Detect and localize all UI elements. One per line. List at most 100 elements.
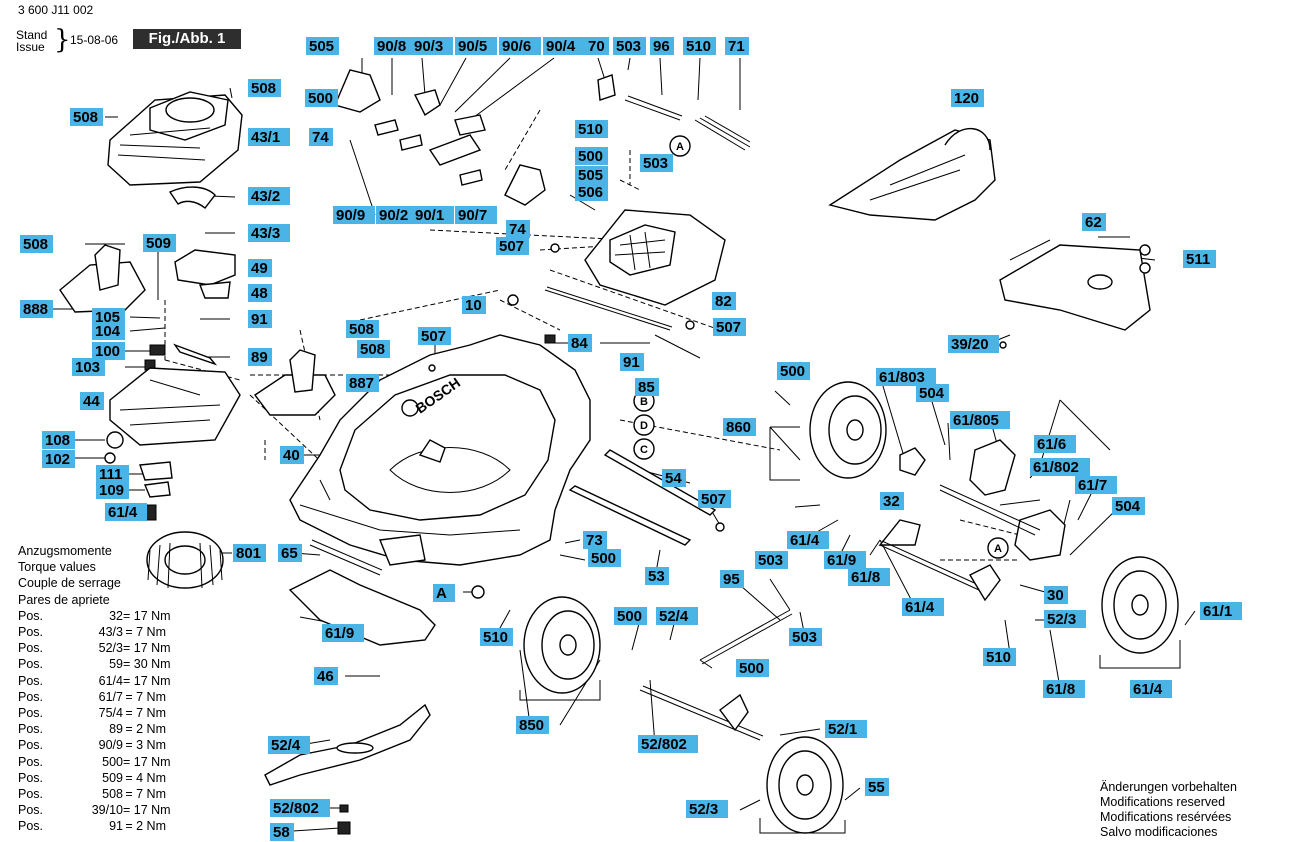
part-label-500: 500 bbox=[614, 607, 647, 625]
part-label-500: 500 bbox=[588, 549, 621, 567]
part-label-text: 44 bbox=[83, 393, 100, 410]
part-label-90-7: 90/7 bbox=[455, 206, 497, 224]
part-label-text: 888 bbox=[23, 301, 48, 318]
part-label-text: 61/4 bbox=[108, 504, 138, 521]
part-label-text: 111 bbox=[99, 466, 122, 483]
part-label-text: 43/3 bbox=[251, 225, 280, 242]
part-label-text: 61/6 bbox=[1037, 436, 1066, 453]
part-label-background bbox=[248, 128, 290, 146]
part-label-background bbox=[635, 378, 659, 396]
part-label-850: 850 bbox=[516, 716, 549, 734]
part-label-background bbox=[950, 411, 1010, 429]
part-label-text: 90/4 bbox=[546, 38, 576, 55]
part-label-text: 61/8 bbox=[1046, 681, 1075, 698]
torque-row: Pos.90/9= 3 Nm bbox=[18, 738, 166, 753]
part-label-500: 500 bbox=[736, 659, 769, 677]
part-label-text: 90/5 bbox=[458, 38, 487, 55]
part-label-507: 507 bbox=[496, 237, 529, 255]
cover-62 bbox=[999, 244, 1151, 331]
part-label-text: 61/9 bbox=[325, 625, 354, 642]
part-label-background bbox=[568, 334, 592, 352]
part-label-text: 55 bbox=[868, 779, 885, 796]
part-label-text: 860 bbox=[726, 419, 751, 436]
part-label-text: 510 bbox=[986, 649, 1011, 666]
part-label-text: 508 bbox=[73, 109, 98, 126]
part-label-background bbox=[305, 89, 338, 107]
part-label-61-1: 61/1 bbox=[1200, 602, 1242, 620]
part-label-504: 504 bbox=[916, 384, 949, 402]
part-label-text: 49 bbox=[251, 260, 268, 277]
part-label-text: 54 bbox=[665, 470, 682, 487]
part-label-text: 58 bbox=[273, 824, 290, 841]
part-label-53: 53 bbox=[645, 567, 669, 585]
part-label-text: 500 bbox=[739, 660, 764, 677]
part-label-background bbox=[80, 392, 104, 410]
part-label-510: 510 bbox=[683, 37, 716, 55]
part-label-10: 10 bbox=[462, 296, 486, 314]
part-label-background bbox=[270, 799, 330, 817]
part-label-52-1: 52/1 bbox=[825, 720, 867, 738]
part-label-text: 32 bbox=[883, 493, 900, 510]
part-label-text: 507 bbox=[716, 319, 741, 336]
part-label-text: 61/7 bbox=[1078, 477, 1107, 494]
part-label-text: 510 bbox=[483, 629, 508, 646]
notice-de: Änderungen vorbehalten bbox=[1100, 780, 1237, 794]
grass-box-lid-82 bbox=[584, 209, 726, 306]
part-label-background bbox=[418, 327, 451, 345]
part-label-text: 504 bbox=[1115, 498, 1141, 515]
part-label-background bbox=[278, 544, 302, 562]
part-label-background bbox=[787, 531, 829, 549]
part-label-52-3: 52/3 bbox=[1044, 610, 1086, 628]
part-label-background bbox=[736, 659, 769, 677]
switch-box-888 bbox=[59, 244, 146, 313]
part-label-background bbox=[723, 418, 756, 436]
part-label-887: 887 bbox=[346, 374, 379, 392]
brace-symbol: } bbox=[54, 25, 71, 55]
part-label-background bbox=[1200, 602, 1242, 620]
part-label-background bbox=[70, 108, 103, 126]
part-label-510: 510 bbox=[983, 648, 1016, 666]
part-label-text: 96 bbox=[653, 38, 670, 55]
part-label-48: 48 bbox=[248, 284, 272, 302]
part-label-background bbox=[346, 374, 379, 392]
part-label-background bbox=[270, 823, 294, 841]
part-label-508: 508 bbox=[248, 79, 281, 97]
part-label-text: 52/4 bbox=[271, 737, 301, 754]
part-label-102: 102 bbox=[42, 450, 75, 468]
part-label-507: 507 bbox=[713, 318, 746, 336]
part-label-text: 887 bbox=[349, 375, 374, 392]
part-label-84: 84 bbox=[568, 334, 592, 352]
part-label-background bbox=[585, 37, 609, 55]
part-label-504: 504 bbox=[1112, 497, 1145, 515]
part-label-55: 55 bbox=[865, 778, 889, 796]
part-label-background bbox=[233, 544, 266, 562]
part-label-text: 505 bbox=[578, 167, 603, 184]
electronics-box-44 bbox=[104, 367, 241, 464]
part-label-text: 52/802 bbox=[641, 736, 687, 753]
issue-label: Issue bbox=[16, 40, 45, 54]
part-label-text: 90/2 bbox=[379, 207, 408, 224]
part-label-background bbox=[1034, 435, 1076, 453]
part-label-background bbox=[645, 567, 669, 585]
part-label-508: 508 bbox=[357, 340, 390, 358]
part-label-text: 505 bbox=[309, 38, 334, 55]
part-label-text: 500 bbox=[780, 363, 805, 380]
part-label-text: 91 bbox=[623, 354, 640, 371]
part-label-90-1: 90/1 bbox=[412, 206, 454, 224]
part-label-95: 95 bbox=[720, 570, 744, 588]
part-label-background bbox=[720, 570, 744, 588]
part-label-background bbox=[248, 259, 272, 277]
stand-label: Stand bbox=[16, 28, 48, 42]
part-label-503: 503 bbox=[613, 37, 646, 55]
strips-53-54 bbox=[568, 449, 717, 546]
part-label-text: 90/7 bbox=[458, 207, 487, 224]
part-label-510: 510 bbox=[480, 628, 513, 646]
part-label-text: 40 bbox=[283, 447, 300, 464]
part-label-background bbox=[42, 431, 75, 449]
part-label-40: 40 bbox=[280, 446, 304, 464]
part-label-46: 46 bbox=[314, 667, 338, 685]
part-label-background bbox=[951, 89, 984, 107]
switch-box-887 bbox=[253, 349, 336, 416]
part-label-73: 73 bbox=[583, 531, 607, 549]
part-label-text: 43/2 bbox=[251, 188, 280, 205]
